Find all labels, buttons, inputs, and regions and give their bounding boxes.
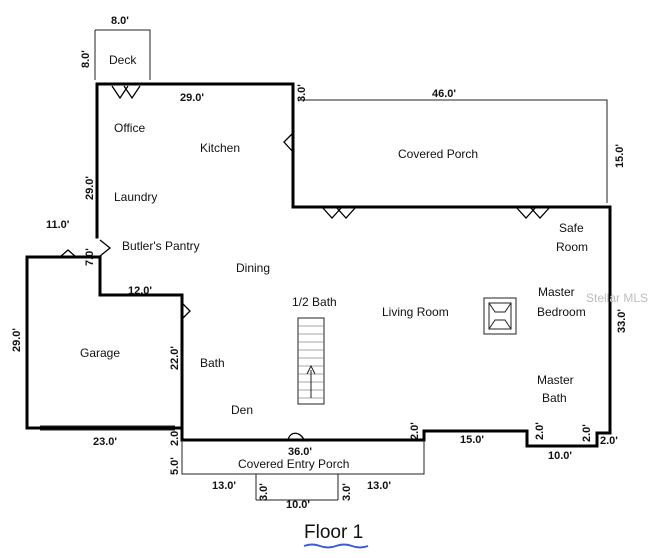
fireplace bbox=[483, 297, 517, 335]
room-office: Office bbox=[114, 121, 145, 135]
dim-deck-width: 8.0' bbox=[111, 15, 129, 27]
room-master-bath-line1: Master bbox=[537, 373, 574, 387]
entry-porch-outline bbox=[181, 440, 425, 501]
dim-front-2e: 2.0' bbox=[600, 435, 618, 447]
dim-kitchen-wall: 29.0' bbox=[180, 92, 204, 104]
room-living-room: Living Room bbox=[382, 305, 449, 319]
title-underline bbox=[303, 543, 369, 549]
room-covered-porch: Covered Porch bbox=[398, 147, 478, 161]
room-garage: Garage bbox=[80, 346, 120, 360]
room-laundry: Laundry bbox=[114, 190, 157, 204]
room-kitchen: Kitchen bbox=[200, 141, 240, 155]
room-dining: Dining bbox=[236, 261, 270, 275]
room-master-bath-line2: Bath bbox=[542, 391, 567, 405]
dim-master-depth: 33.0' bbox=[616, 309, 628, 333]
dim-porch-depth: 15.0' bbox=[614, 144, 626, 168]
dim-deck-depth: 8.0' bbox=[80, 50, 92, 68]
dim-front-15: 15.0' bbox=[460, 434, 484, 446]
dim-garage-width: 23.0' bbox=[93, 436, 117, 448]
garage-side-door bbox=[59, 249, 77, 258]
exterior-walls bbox=[25, 82, 612, 448]
room-master-bedroom-line1: Master bbox=[538, 285, 575, 299]
room-deck: Deck bbox=[109, 53, 137, 67]
dim-garage-step: 7.0' bbox=[84, 248, 96, 266]
room-half-bath: 1/2 Bath bbox=[292, 295, 337, 309]
room-den: Den bbox=[231, 403, 253, 417]
dim-entry-13b: 13.0' bbox=[367, 480, 391, 492]
porch-door-left bbox=[321, 206, 357, 219]
dim-entry-13a: 13.0' bbox=[212, 480, 236, 492]
kitchen-porch-door bbox=[283, 132, 294, 153]
dim-front-2d: 2.0' bbox=[581, 424, 593, 442]
dim-pantry-wall: 12.0' bbox=[128, 285, 152, 297]
dim-garage-top: 11.0' bbox=[46, 219, 70, 231]
dim-porch-width: 46.0' bbox=[432, 88, 456, 100]
porch-door-right bbox=[515, 206, 551, 219]
dim-front-2b: 2.0' bbox=[409, 422, 421, 440]
room-bath: Bath bbox=[200, 356, 225, 370]
dim-entry-3b: 3.0' bbox=[341, 483, 353, 501]
dim-entry-5: 5.0' bbox=[169, 457, 181, 475]
watermark: Stellar MLS bbox=[586, 291, 648, 305]
dim-entry-10: 10.0' bbox=[286, 499, 310, 511]
page-title: Floor 1 bbox=[304, 522, 363, 543]
entry-door bbox=[287, 432, 305, 441]
garage-house-door bbox=[181, 302, 191, 320]
pantry-door bbox=[99, 239, 112, 257]
room-master-bedroom-line2: Bedroom bbox=[537, 305, 586, 319]
dim-entry-3a: 3.0' bbox=[258, 483, 270, 501]
room-butlers-pantry: Butler's Pantry bbox=[122, 239, 200, 253]
deck-door bbox=[111, 85, 141, 100]
dim-office-side: 29.0' bbox=[84, 176, 96, 200]
dim-front-2a: 2.0' bbox=[169, 428, 181, 446]
dim-garage-depth: 29.0' bbox=[11, 328, 23, 352]
dim-front-2c: 2.0' bbox=[534, 422, 546, 440]
dim-step-3: 3.0' bbox=[296, 84, 308, 102]
garage-door bbox=[40, 425, 175, 431]
staircase bbox=[297, 317, 325, 405]
covered-porch-outline bbox=[298, 99, 608, 203]
dim-bath-wall: 22.0' bbox=[169, 346, 181, 370]
dim-front-10: 10.0' bbox=[548, 450, 572, 462]
dim-front-36: 36.0' bbox=[288, 446, 312, 458]
room-safe-room-line2: Room bbox=[556, 240, 588, 254]
room-covered-entry-porch: Covered Entry Porch bbox=[238, 457, 349, 471]
room-safe-room-line1: Safe bbox=[559, 221, 584, 235]
deck-outline bbox=[94, 29, 151, 80]
